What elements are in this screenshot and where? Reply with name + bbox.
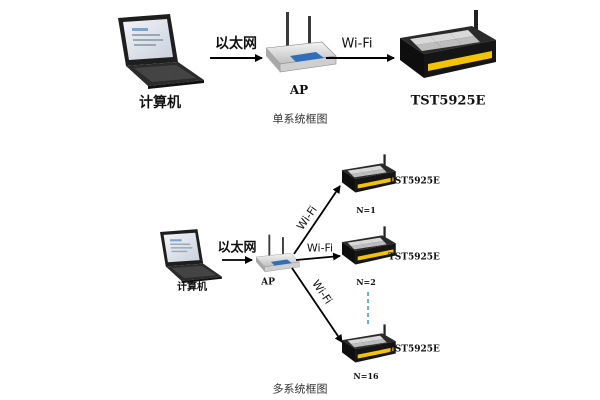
- wifi-arrow: [293, 185, 341, 255]
- multi-device-label-1: TST5925E: [388, 176, 440, 187]
- multi-system-caption: 多系统框图: [272, 382, 328, 396]
- multi-device-n-2: N=2: [356, 277, 376, 287]
- tst5925e-device-icon: [342, 154, 396, 193]
- access-point-icon: [255, 234, 300, 273]
- single-computer-label: 计算机: [139, 95, 181, 111]
- single-ap-label: AP: [289, 83, 309, 97]
- multi-computer-label: 计算机: [177, 282, 207, 293]
- single-system-caption: 单系统框图: [272, 112, 328, 126]
- multi-device-label-2: TST5925E: [388, 252, 440, 263]
- single-wifi-label: Wi-Fi: [341, 36, 373, 52]
- multi-wifi-label-2: Wi-Fi: [306, 241, 334, 255]
- wifi-arrow: [291, 267, 343, 343]
- multi-ap-label: AP: [261, 277, 275, 288]
- multi-device-label-3: TST5925E: [388, 344, 440, 355]
- multi-device-n-3: N=16: [353, 371, 379, 381]
- single-device-label: TST5925E: [410, 93, 486, 109]
- tst5925e-device-icon: [342, 324, 396, 363]
- computer-icon: [118, 14, 204, 89]
- single-ethernet-label: 以太网: [215, 36, 257, 52]
- computer-icon: [160, 229, 222, 284]
- access-point-icon: [265, 11, 337, 73]
- multi-device-n-1: N=1: [356, 205, 376, 215]
- multi-ethernet-label: 以太网: [217, 240, 257, 256]
- wifi-arrow: [295, 252, 341, 261]
- tst5925e-device-icon: [400, 10, 496, 78]
